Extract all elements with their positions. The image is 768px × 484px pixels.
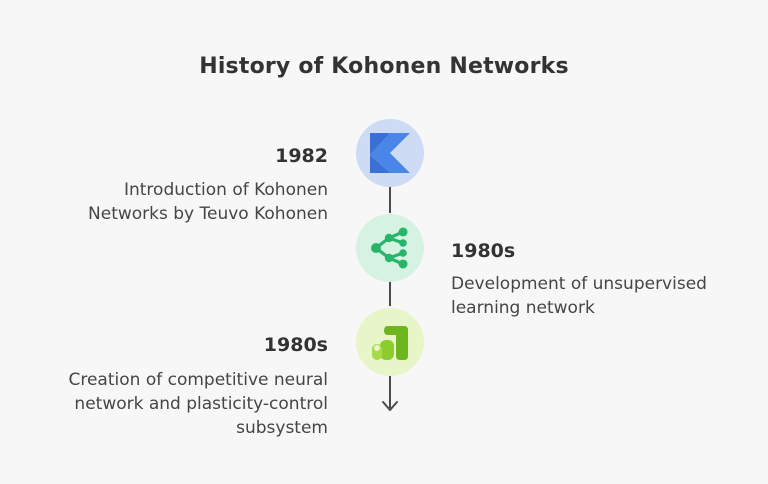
event-description: Development of unsupervised learning net… (451, 272, 751, 320)
event-description-line: network and plasticity-control (74, 394, 328, 414)
event-description: Creation of competitive neural network a… (0, 368, 328, 440)
event-description-line: Introduction of Kohonen (123, 180, 328, 200)
event-node-1980s-competitive (356, 308, 424, 376)
event-year: 1980s (451, 240, 516, 262)
event-year: 1980s (263, 334, 328, 356)
event-description-line: Networks by Teuvo Kohonen (88, 204, 328, 224)
analytics-bars-icon (372, 326, 408, 360)
event-description-line: learning network (451, 298, 595, 318)
event-description-line: Development of unsupervised (451, 274, 707, 294)
event-node-1980s-unsupervised (356, 214, 424, 282)
event-description: Introduction of Kohonen Networks by Teuv… (8, 178, 328, 226)
timeline-connector (389, 376, 391, 408)
event-node-1982 (356, 119, 424, 187)
share-network-icon (371, 227, 408, 269)
event-description-line: Creation of competitive neural (68, 370, 328, 390)
diagram-title: History of Kohonen Networks (199, 54, 569, 79)
event-year: 1982 (275, 145, 328, 167)
timeline-connector (389, 282, 391, 306)
event-description-line: subsystem (236, 418, 328, 438)
kohonen-k-logo-icon (370, 133, 410, 173)
arrow-down-icon (382, 401, 398, 411)
timeline-connector (389, 185, 391, 213)
